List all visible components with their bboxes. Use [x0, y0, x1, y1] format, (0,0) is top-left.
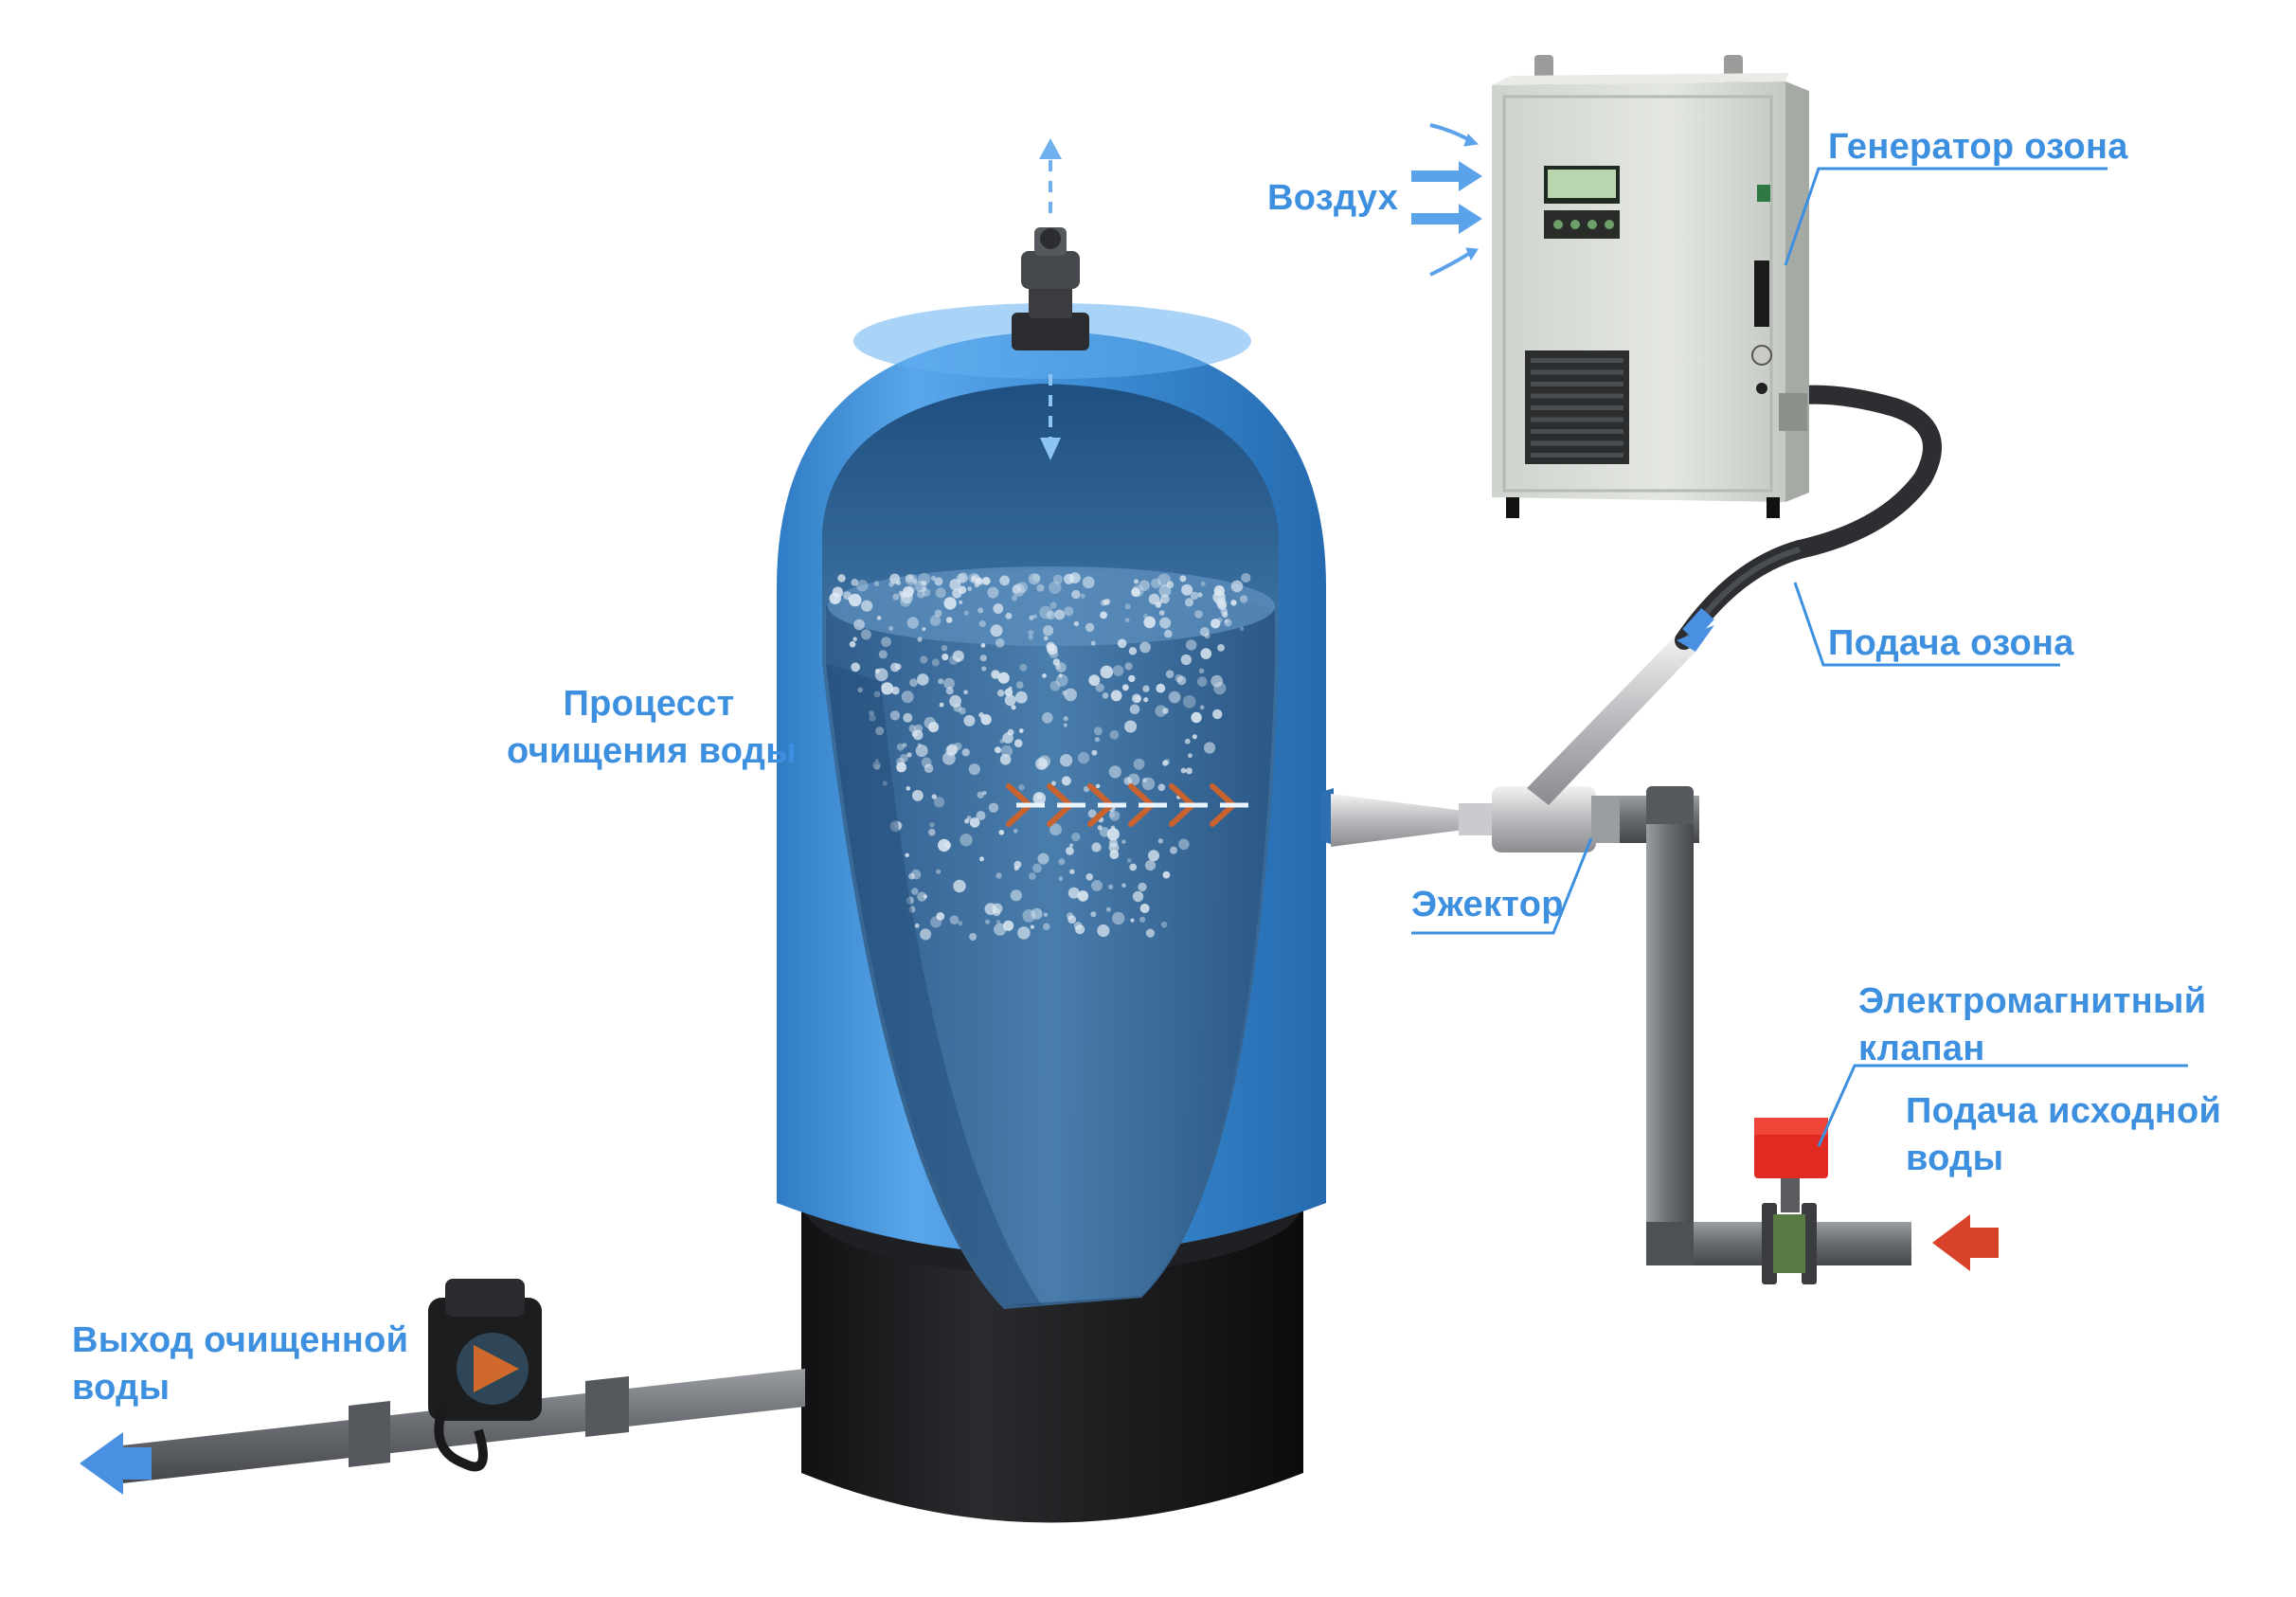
ozone-generator-label: Генератор озона: [1828, 127, 2128, 167]
ozone-flow-arrow-icon: [1677, 607, 1714, 652]
inlet-arrow-icon: [1932, 1214, 1999, 1271]
process-label-line1: Процесст: [563, 684, 735, 724]
flow-sensor: [428, 1279, 542, 1472]
leader-ejector: [1411, 837, 1593, 935]
ozone-bubbles: [829, 572, 1251, 941]
leader-solenoid-valve: [1817, 1064, 2188, 1147]
process-label-line2: очищения воды: [507, 731, 797, 771]
tank: [777, 227, 1326, 1523]
outlet-arrow-icon: [80, 1432, 152, 1495]
ozone-generator: [1492, 55, 1809, 518]
inlet-pipeline: [1620, 786, 1911, 1284]
air-label: Воздух: [1267, 178, 1399, 218]
leader-ozone-generator: [1784, 167, 2108, 266]
ejector: [1321, 786, 1629, 852]
vent-arrow-icon: [1039, 138, 1062, 460]
raw-water-inlet-label-line1: Подача исходной: [1906, 1091, 2222, 1131]
vent-grille: [1525, 350, 1629, 464]
solenoid-valve: [1754, 1118, 1828, 1284]
air-vent-valve: [1012, 227, 1089, 350]
ozone-feed-tube: [1527, 635, 1695, 805]
treated-water-outlet-label: Выход очищенной воды: [72, 1317, 408, 1411]
treated-water-outlet-label-line1: Выход очищенной: [72, 1320, 409, 1360]
air-arrows-icon: [1411, 123, 1482, 277]
process-label: Процесст очищения воды: [507, 680, 797, 775]
treated-water-outlet-label-line2: воды: [72, 1368, 170, 1408]
ozone-supply-label: Подача озона: [1828, 623, 2074, 663]
control-panel: [1544, 166, 1620, 239]
raw-water-inlet-label-line2: воды: [1906, 1139, 2004, 1178]
raw-water-inlet-label: Подача исходной воды: [1906, 1087, 2221, 1182]
solenoid-valve-label-line2: клапан: [1858, 1029, 1985, 1068]
leader-ozone-supply: [1793, 582, 2060, 667]
outlet-pipeline: [114, 1279, 805, 1484]
solenoid-valve-label: Электромагнитный клапан: [1858, 978, 2206, 1072]
water: [826, 569, 1275, 1305]
solenoid-valve-label-line1: Электромагнитный: [1858, 981, 2207, 1021]
injection-swirl: [1006, 783, 1248, 827]
ejector-label: Эжектор: [1411, 885, 1564, 924]
leader-lines: [1411, 167, 2188, 1147]
